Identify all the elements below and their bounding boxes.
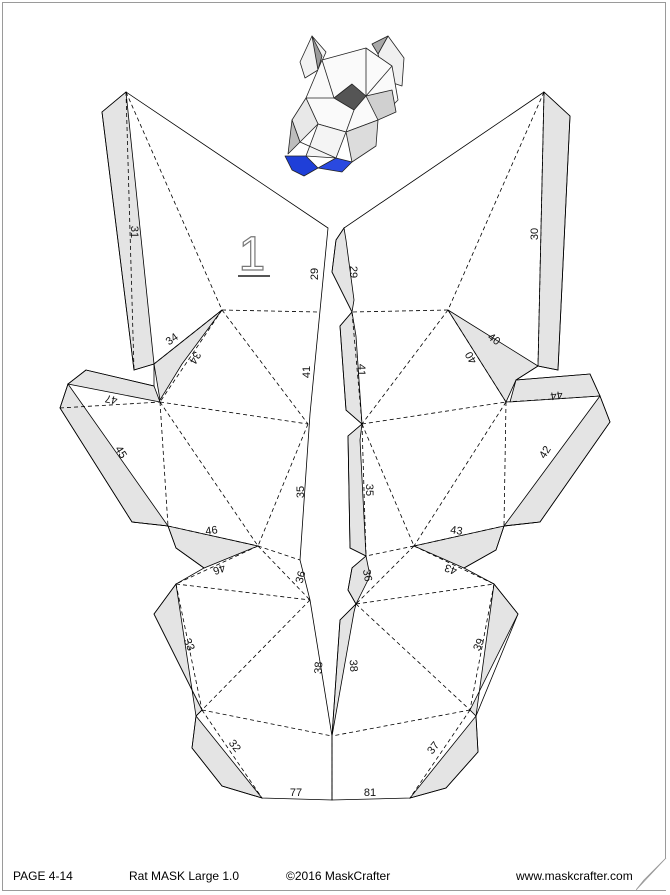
label-41b: 41 — [355, 364, 367, 376]
tab-31 — [101, 91, 155, 371]
sheet-number: 1 — [239, 228, 266, 281]
tab-37 — [408, 714, 479, 799]
label-36a: 36 — [294, 570, 309, 585]
tab-30 — [537, 91, 571, 371]
label-30: 30 — [529, 228, 541, 240]
label-46b: 46 — [211, 561, 227, 576]
footer-copyright: ©2016 MaskCrafter — [286, 869, 391, 883]
label-46a: 46 — [205, 524, 219, 538]
label-29b: 29 — [347, 266, 359, 278]
rat-head-preview — [284, 35, 405, 177]
label-77: 77 — [290, 787, 302, 799]
label-81: 81 — [364, 787, 376, 799]
label-31: 31 — [128, 226, 140, 238]
label-47: 47 — [104, 392, 118, 406]
page-curl-graphic — [636, 858, 667, 891]
label-42: 42 — [537, 444, 554, 461]
label-40a: 40 — [485, 331, 502, 348]
label-38b: 38 — [347, 659, 360, 672]
label-34b: 34 — [186, 349, 203, 366]
label-44: 44 — [550, 388, 564, 402]
label-45: 45 — [112, 444, 129, 461]
tab-42 — [503, 395, 611, 527]
footer-title: Rat MASK Large 1.0 — [129, 869, 240, 883]
tab-34 — [153, 309, 223, 402]
label-43b: 43 — [443, 561, 459, 576]
label-34a: 34 — [164, 331, 181, 348]
label-35a: 35 — [295, 486, 307, 498]
label-35b: 35 — [363, 484, 375, 496]
label-32: 32 — [226, 738, 243, 755]
tab-32 — [191, 715, 264, 799]
label-36b: 36 — [360, 568, 374, 582]
label-39: 39 — [471, 637, 487, 653]
left-piece — [59, 91, 333, 801]
footer-website[interactable]: www.maskcrafter.com — [516, 869, 633, 883]
right-piece — [331, 91, 611, 801]
label-43a: 43 — [450, 524, 464, 538]
label-33: 33 — [181, 637, 197, 653]
label-38a: 38 — [313, 661, 326, 674]
edge-numbers: 31 30 29 29 34 34 40 40 41 41 47 44 45 4… — [104, 226, 563, 799]
label-29a: 29 — [309, 268, 321, 280]
label-37: 37 — [425, 740, 442, 757]
label-41a: 41 — [301, 366, 313, 378]
footer-page: PAGE 4-14 — [13, 869, 73, 883]
label-40b: 40 — [463, 349, 480, 366]
